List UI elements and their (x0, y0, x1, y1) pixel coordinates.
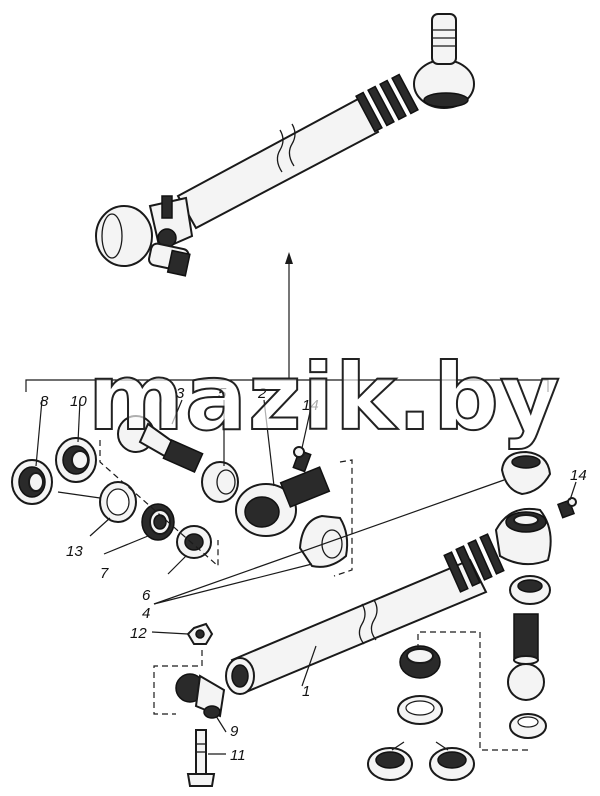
part-10-cover-right (367, 747, 413, 781)
part-8-seal-right (429, 747, 475, 781)
part-5-bushing-right (509, 575, 551, 605)
callout-7: 7 (100, 565, 109, 582)
part-7-spring-right (399, 645, 441, 679)
callout-10: 10 (70, 393, 87, 410)
callout-13: 13 (66, 543, 83, 560)
group-outline-clamp (153, 650, 203, 715)
part-2-tip (235, 466, 331, 537)
part-11-bolt (186, 729, 216, 787)
assembled-tie-rod (95, 13, 475, 277)
exploded-bracket (25, 379, 549, 392)
callout-12: 12 (130, 625, 147, 642)
part-10-cover (55, 437, 97, 483)
left-joint-housing (95, 205, 153, 267)
callout-1: 1 (302, 683, 310, 700)
part-14-fitting-right (557, 497, 577, 519)
callout-6: 6 (142, 587, 151, 604)
callout-9: 9 (230, 723, 239, 740)
callout-11: 11 (230, 747, 246, 764)
boot-ribs-top (355, 73, 419, 133)
callout-2: 2 (257, 385, 267, 402)
callout-14-right: 14 (570, 467, 587, 484)
leader-lines (35, 399, 577, 755)
callout-3: 3 (176, 385, 185, 402)
left-clamp-bolt (161, 195, 173, 219)
part-14-fitting-left (292, 446, 312, 473)
part-8-seal (11, 459, 53, 505)
callout-5: 5 (218, 385, 227, 402)
callout-8: 8 (40, 393, 49, 410)
group-outline-mid (333, 459, 353, 577)
right-ball-stud (431, 13, 457, 65)
boot-ribs-bottom (443, 533, 505, 593)
part-7-spring (141, 503, 175, 541)
part-3-ball-pin-right (507, 613, 545, 701)
assembly-arrowhead (285, 252, 293, 264)
part-4-boot-left (298, 514, 349, 568)
group-outline-left (99, 440, 219, 568)
part-5-bushing (201, 461, 239, 503)
part-1-tie-rod (225, 508, 552, 695)
watermark: mazik.by (87, 344, 561, 451)
callout-4: 4 (142, 605, 150, 622)
callouts: 1 2 3 4 5 6 7 8 9 10 11 12 13 14 14 (40, 385, 587, 764)
part-9-clamp (175, 673, 226, 719)
part-6-seat (176, 525, 212, 559)
group-outline-right (417, 631, 530, 751)
seal-lines-right (391, 741, 449, 751)
callout-14-left: 14 (302, 397, 319, 414)
part-12-nut (186, 622, 214, 645)
part-3-ball-pin (117, 415, 204, 474)
